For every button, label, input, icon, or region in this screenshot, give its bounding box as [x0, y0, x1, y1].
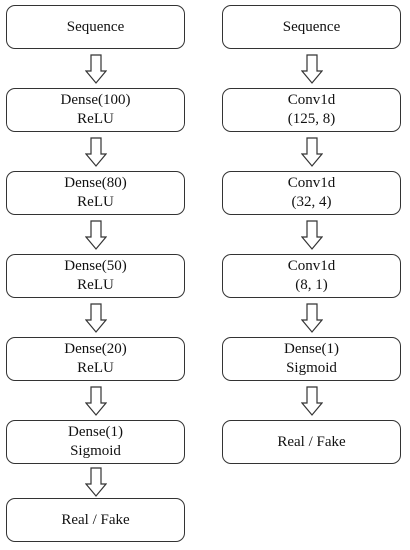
- block-line-2: ReLU: [77, 277, 114, 293]
- block-line-1: Dense(100): [60, 92, 131, 108]
- hollow-down-arrow-icon: [85, 303, 107, 333]
- block-line-2: ReLU: [77, 360, 114, 376]
- right-conv1d-125-8-block: Conv1d (125, 8): [222, 88, 401, 132]
- hollow-down-arrow-icon: [301, 386, 323, 416]
- hollow-down-arrow-icon: [85, 220, 107, 250]
- hollow-down-arrow-icon: [85, 467, 107, 497]
- block-line-1: Conv1d: [287, 258, 336, 274]
- hollow-down-arrow-icon: [301, 303, 323, 333]
- block-line-1: Dense(1): [284, 341, 339, 357]
- block-line-1: Dense(1): [68, 424, 123, 440]
- block-line-2: (125, 8): [287, 111, 336, 127]
- left-dense-100-block: Dense(100) ReLU: [6, 88, 185, 132]
- block-line-2: (8, 1): [295, 277, 328, 293]
- left-output-real-fake-block: Real / Fake: [6, 498, 185, 542]
- block-line-1: Dense(50): [64, 258, 127, 274]
- right-conv1d-8-1-block: Conv1d (8, 1): [222, 254, 401, 298]
- hollow-down-arrow-icon: [85, 137, 107, 167]
- right-dense-1-sigmoid-block: Dense(1) Sigmoid: [222, 337, 401, 381]
- left-dense-80-block: Dense(80) ReLU: [6, 171, 185, 215]
- block-line-1: Conv1d: [287, 92, 336, 108]
- block-line-1: Real / Fake: [277, 433, 346, 450]
- block-line-1: Sequence: [282, 18, 341, 35]
- hollow-down-arrow-icon: [85, 54, 107, 84]
- block-line-1: Conv1d: [287, 175, 336, 191]
- block-line-2: ReLU: [77, 111, 114, 127]
- left-dense-1-sigmoid-block: Dense(1) Sigmoid: [6, 420, 185, 464]
- hollow-down-arrow-icon: [85, 386, 107, 416]
- block-line-2: ReLU: [77, 194, 114, 210]
- right-input-sequence-block: Sequence: [222, 5, 401, 49]
- hollow-down-arrow-icon: [301, 54, 323, 84]
- left-dense-50-block: Dense(50) ReLU: [6, 254, 185, 298]
- right-conv1d-32-4-block: Conv1d (32, 4): [222, 171, 401, 215]
- block-line-2: Sigmoid: [70, 443, 121, 459]
- right-output-real-fake-block: Real / Fake: [222, 420, 401, 464]
- block-line-2: Sigmoid: [286, 360, 337, 376]
- block-line-1: Dense(20): [64, 341, 127, 357]
- block-line-1: Sequence: [66, 18, 125, 35]
- hollow-down-arrow-icon: [301, 220, 323, 250]
- hollow-down-arrow-icon: [301, 137, 323, 167]
- block-line-2: (32, 4): [291, 194, 332, 210]
- left-input-sequence-block: Sequence: [6, 5, 185, 49]
- block-line-1: Dense(80): [64, 175, 127, 191]
- left-dense-20-block: Dense(20) ReLU: [6, 337, 185, 381]
- block-line-1: Real / Fake: [61, 511, 130, 528]
